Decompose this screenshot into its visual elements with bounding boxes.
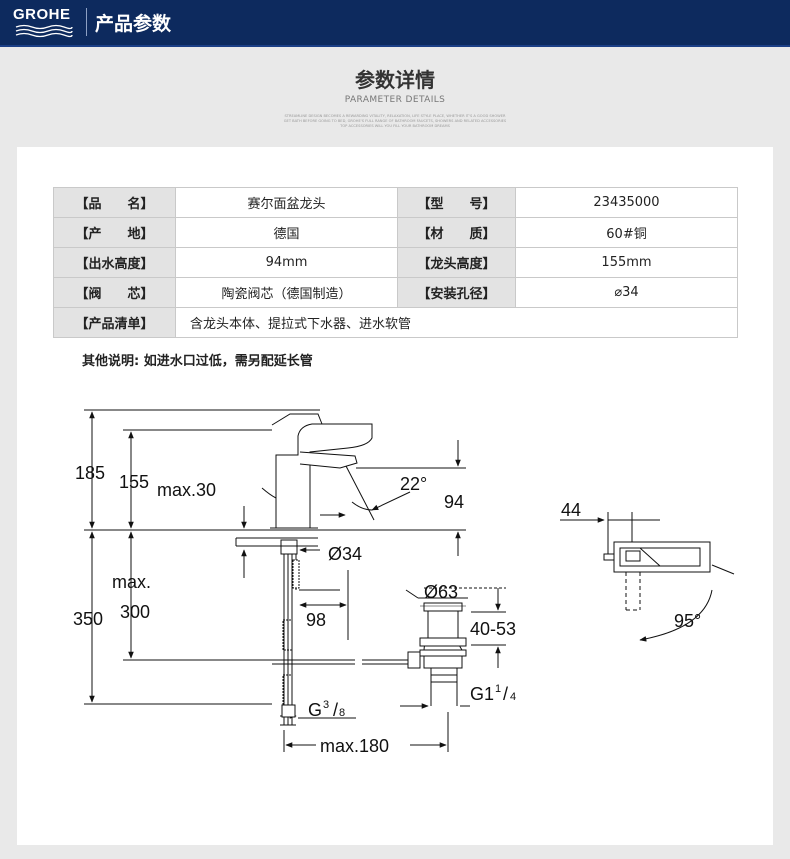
section-title: 参数详情 (355, 68, 435, 92)
parameter-table: 【品 名】 赛尔面盆龙头 【型 号】 23435000 【产 地】 德国 【材 … (53, 187, 738, 338)
param-value: 赛尔面盆龙头 (175, 187, 398, 218)
param-label: 【产 地】 (53, 217, 176, 248)
header-divider (86, 8, 87, 36)
dim-44: 44 (561, 500, 581, 520)
dim-94: 94 (444, 492, 464, 512)
dim-g38-denominator: 8 (339, 707, 345, 719)
svg-text:/: / (333, 700, 338, 720)
param-label: 【龙头高度】 (397, 247, 516, 278)
param-value: ⌀34 (515, 277, 738, 308)
dim-g114-denominator: 4 (510, 691, 516, 703)
dim-dia34: Ø34 (328, 544, 362, 564)
dim-g38: G (308, 700, 322, 720)
other-notes: 其他说明: 如进水口过低，需另配延长管 (82, 354, 313, 369)
dim-350: 350 (73, 609, 103, 629)
fine-print-line: STREAMLINE DESIGN BECOMES A REWARDING VI… (284, 114, 506, 118)
dim-dia63: Ø63 (424, 582, 458, 602)
dim-98: 98 (306, 610, 326, 630)
table-row: 【品 名】 赛尔面盆龙头 【型 号】 23435000 (53, 187, 738, 218)
section-subtitle: PARAMETER DETAILS (344, 95, 446, 105)
dim-max30: max.30 (157, 480, 216, 500)
dim-185: 185 (75, 463, 105, 483)
param-value: 94mm (175, 247, 398, 278)
fine-print-line: TOP ACCESSORIES WILL YOU FILL YOUR BATHR… (340, 124, 450, 128)
table-row: 【阀 芯】 陶瓷阀芯（德国制造） 【安装孔径】 ⌀34 (53, 277, 738, 308)
top-header-bar: GROHE 产品参数 (0, 0, 790, 47)
dim-max-label: max. (112, 572, 151, 592)
table-row: 【产 地】 德国 【材 质】 60#铜 (53, 217, 738, 248)
dim-max180: max.180 (320, 736, 389, 756)
param-label: 【型 号】 (397, 187, 516, 218)
grohe-logo[interactable]: GROHE (10, 4, 76, 40)
param-label: 【材 质】 (397, 217, 516, 248)
dim-300: 300 (120, 602, 150, 622)
dim-g114: G1 (470, 684, 494, 704)
dim-g114-numerator: 1 (495, 683, 501, 695)
dim-155: 155 (119, 472, 149, 492)
table-row: 【产品清单】 含龙头本体、提拉式下水器、进水软管 (53, 307, 738, 338)
table-row: 【出水高度】 94mm 【龙头高度】 155mm (53, 247, 738, 278)
param-label: 【出水高度】 (53, 247, 176, 278)
dim-angle-95: 95° (674, 611, 701, 631)
param-value: 含龙头本体、提拉式下水器、进水软管 (175, 307, 738, 338)
svg-text:/: / (503, 684, 508, 704)
param-value: 23435000 (515, 187, 738, 218)
param-label: 【安装孔径】 (397, 277, 516, 308)
param-label: 【阀 芯】 (53, 277, 176, 308)
dim-g38-numerator: 3 (323, 699, 329, 711)
dim-40-53: 40-53 (470, 619, 516, 639)
param-label: 【品 名】 (53, 187, 176, 218)
param-value: 德国 (175, 217, 398, 248)
param-value: 陶瓷阀芯（德国制造） (175, 277, 398, 308)
dim-angle-22: 22° (400, 474, 427, 494)
brand-name: GROHE (13, 6, 71, 23)
page-title: 产品参数 (95, 13, 172, 35)
fine-print-line: GET BATH BEFORE GOING TO BED, GROHE'S FU… (283, 119, 507, 123)
wave-icon (15, 24, 73, 38)
